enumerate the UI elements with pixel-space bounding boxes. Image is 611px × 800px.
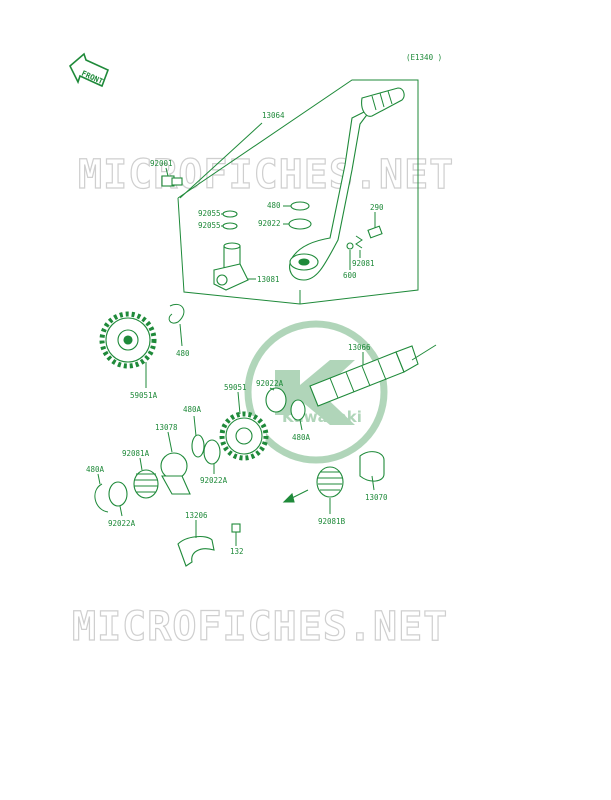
- bolt-132: [231, 523, 241, 533]
- gear-59051: [219, 411, 269, 461]
- leader-13064: [179, 122, 263, 199]
- callout-13078: 13078: [155, 423, 178, 432]
- callout-13066: 13066: [348, 343, 371, 352]
- callout-92055-a: 92055: [198, 209, 221, 218]
- cap-290: [367, 225, 383, 239]
- spring-92081B: [316, 466, 344, 498]
- washer-92022-top: [288, 218, 312, 230]
- spring-92081A: [133, 469, 159, 499]
- callout-92022A-mid: 92022A: [200, 476, 228, 485]
- guide-13206: [177, 535, 215, 567]
- arrow-lower-head-icon: [282, 492, 295, 503]
- pivot-13081: [213, 242, 249, 291]
- callout-92055-b: 92055: [198, 221, 221, 230]
- callout-13070: 13070: [365, 493, 388, 502]
- leader-59051: [237, 391, 241, 415]
- leader-92022A-top: [269, 387, 275, 391]
- leader-13070: [371, 475, 375, 491]
- snap-ring-480-mid: [168, 304, 185, 324]
- kick-shaft-13066: [309, 345, 419, 407]
- leader-480A-left: [97, 473, 101, 485]
- circlip-480-top: [290, 201, 310, 211]
- leader-480-mid: [179, 323, 183, 347]
- callout-480A-mid: 480A: [183, 405, 202, 414]
- bolt-92001: [161, 175, 183, 187]
- washer-92022A-mid: [203, 439, 221, 465]
- watermark-bottom: MICROFICHES.NET: [72, 604, 448, 650]
- circlip-92055-b: [222, 222, 238, 230]
- callout-92081A: 92081A: [122, 449, 150, 458]
- callout-92022A-bot: 92022A: [108, 519, 136, 528]
- sleeve-13070: [359, 451, 385, 482]
- callout-132: 132: [230, 547, 244, 556]
- kick-pedal-lever: [289, 87, 405, 281]
- callout-92081: 92081: [352, 259, 375, 268]
- washer-92022A-top: [265, 387, 287, 413]
- leader-92081A: [139, 457, 143, 471]
- callout-13206: 13206: [185, 511, 208, 520]
- leader-13078: [167, 431, 173, 453]
- leader-92022A-bot: [119, 505, 123, 517]
- callout-600: 600: [343, 271, 357, 280]
- circlip-92055-a: [222, 210, 238, 218]
- callout-59051: 59051: [224, 383, 247, 392]
- callout-59051A: 59051A: [130, 391, 158, 400]
- washer-92022A-bot: [108, 481, 128, 507]
- callout-92001: 92001: [150, 159, 173, 168]
- gear-59051A: [99, 311, 157, 369]
- leader-92001: [165, 167, 169, 177]
- callout-480-top: 480: [267, 201, 281, 210]
- callout-480A-right: 480A: [292, 433, 311, 442]
- front-arrow-icon: FRONT: [69, 52, 110, 88]
- circlip-480A-left: [94, 483, 109, 513]
- callout-92081B: 92081B: [318, 517, 346, 526]
- diagram-code: (E1340 ): [406, 53, 442, 62]
- callout-92022A-top: 92022A: [256, 379, 284, 388]
- circlip-480A-right: [290, 399, 306, 421]
- callout-480-mid: 480: [176, 349, 190, 358]
- watermark-top: MICROFICHES.NET: [78, 152, 454, 198]
- callout-13064: 13064: [262, 111, 285, 120]
- callout-13081: 13081: [257, 275, 280, 284]
- arrow-shaft-axis: [411, 344, 437, 361]
- leader-480A-mid: [193, 415, 197, 437]
- leader-480A-right: [299, 419, 303, 431]
- pedal-frame: [177, 79, 419, 305]
- ratchet-13078: [160, 452, 191, 495]
- pedal-frame-left: [177, 197, 301, 305]
- callout-290: 290: [370, 203, 384, 212]
- spring-92081: [355, 235, 363, 249]
- ball-600: [346, 242, 354, 250]
- callout-92022-top: 92022: [258, 219, 281, 228]
- callout-480A-left: 480A: [86, 465, 105, 474]
- circlip-480A-mid: [191, 434, 205, 458]
